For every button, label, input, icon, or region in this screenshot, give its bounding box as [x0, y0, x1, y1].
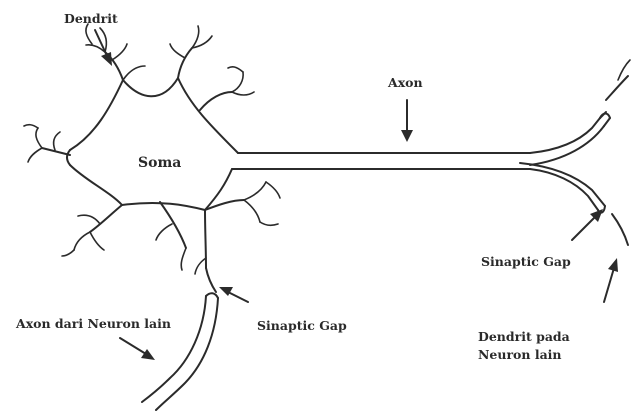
- dendrit-arrow: [95, 30, 112, 66]
- dendrit-pada-arrow: [604, 258, 618, 302]
- axon-from-other-neuron: [142, 293, 218, 410]
- label-axon-dari-neuron-lain: Axon dari Neuron lain: [15, 316, 171, 331]
- label-sinaptic-gap-right: Sinaptic Gap: [481, 254, 571, 269]
- label-sinaptic-gap-bottom: Sinaptic Gap: [257, 318, 347, 333]
- sinaptic-gap-right-arrow: [572, 209, 603, 240]
- axon-dari-neuron-lain-arrow: [120, 338, 155, 360]
- sinaptic-gap-bottom-arrow: [219, 287, 248, 302]
- label-dendrit: Dendrit: [64, 11, 118, 26]
- label-dendrit-pada-line1: Dendrit pada: [478, 329, 570, 344]
- label-axon: Axon: [387, 75, 423, 90]
- label-dendrit-pada-line2: Neuron lain: [478, 347, 562, 362]
- next-neuron-dendrite: [606, 60, 630, 245]
- axon: [232, 112, 610, 213]
- label-soma: Soma: [138, 155, 181, 171]
- axon-arrow: [401, 100, 413, 142]
